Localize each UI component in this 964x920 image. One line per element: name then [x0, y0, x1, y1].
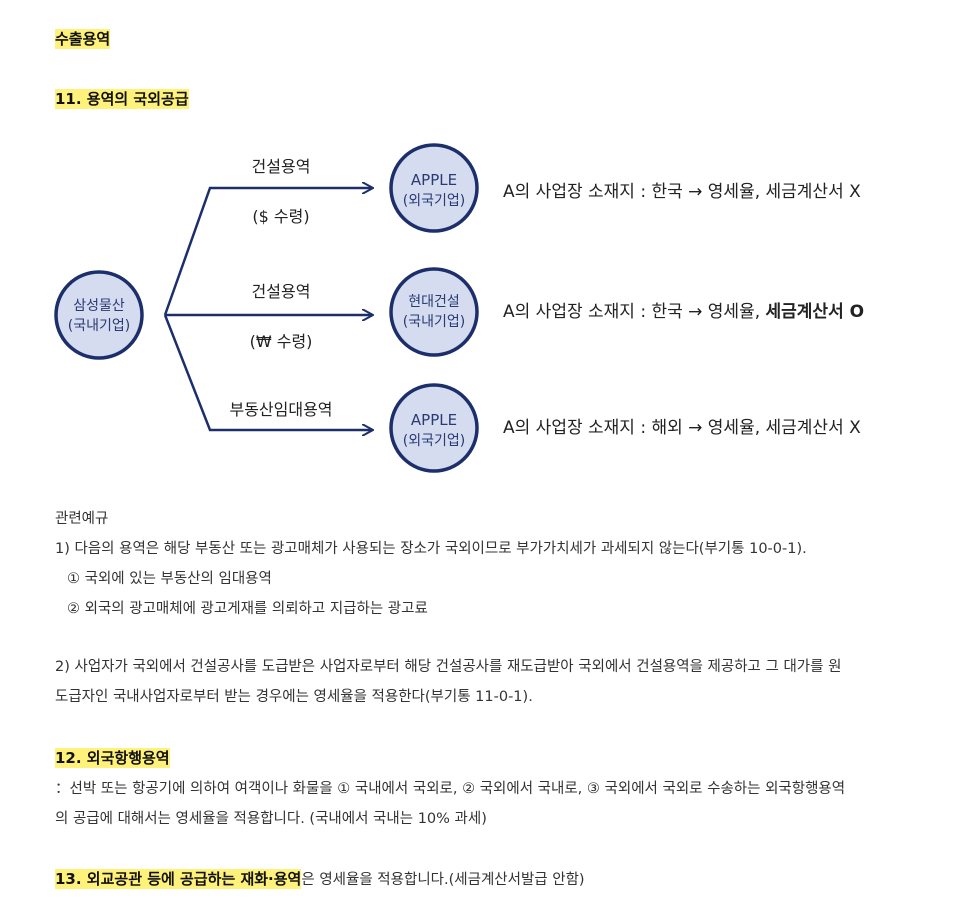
connector-bottom [163, 314, 372, 430]
source-name: 삼성물산 [73, 298, 125, 314]
section-12: 12. 외국항행용역 ：선박 또는 항공기에 의하여 여객이나 화물을 ① 국내… [55, 743, 845, 834]
result-1: A의 사업장 소재지 : 한국 → 영세율, 세금계산서 X [503, 182, 861, 202]
target-3-name: APPLE [411, 411, 457, 429]
branch-1-sublabel: ($ 수령) [252, 207, 309, 226]
section-13-line: 13. 외교공관 등에 공급하는 재화·용역은 영세율을 적용합니다.(세금계산… [55, 864, 585, 895]
target-2-name: 현대건설 [408, 294, 460, 310]
target-3-type: (외국기업) [403, 433, 465, 449]
branch-3-label: 부동산임대용역 [229, 400, 332, 419]
target-1-type: (외국기업) [403, 193, 465, 209]
section-13-rest: 은 영세율을 적용합니다.(세금계산서발급 안함) [301, 872, 585, 888]
related-item-2-line-2: 도급자인 국내사업자로부터 받는 경우에는 영세율을 적용한다(부기통 11-0… [55, 689, 533, 705]
result-1-suffix: 세금계산서 X [766, 182, 862, 202]
result-2: A의 사업장 소재지 : 한국 → 영세율, 세금계산서 O [503, 302, 864, 322]
heading-13: 13. 외교공관 등에 공급하는 재화·용역 [55, 869, 302, 889]
result-3: A의 사업장 소재지 : 해외 → 영세율, 세금계산서 X [503, 418, 861, 438]
section-13: 13. 외교공관 등에 공급하는 재화·용역은 영세율을 적용합니다.(세금계산… [55, 864, 585, 895]
source-node: 삼성물산 (국내기업) [54, 270, 144, 360]
related-title: 관련예규 [55, 511, 109, 527]
source-type: (국내기업) [68, 318, 130, 334]
result-3-suffix: 세금계산서 X [766, 418, 862, 438]
result-2-prefix: A의 사업장 소재지 : 한국 → 영세율, [503, 302, 766, 322]
related-item-1-sub-2: ② 외국의 광고매체에 광고게재를 의뢰하고 지급하는 광고료 [67, 601, 428, 617]
target-node-2: 현대건설 (국내기업) [389, 267, 479, 357]
related-item-1: 1) 다음의 용역은 해당 부동산 또는 광고매체가 사용되는 장소가 국외이므… [55, 541, 807, 557]
section-title: 수출용역 [55, 29, 111, 49]
branch-2-sublabel: (₩ 수령) [250, 332, 313, 351]
section-12-line-1: ：선박 또는 항공기에 의하여 여객이나 화물을 ① 국내에서 국외로, ② 국… [55, 781, 846, 797]
result-2-suffix: 세금계산서 O [766, 302, 865, 322]
result-1-prefix: A의 사업장 소재지 : 한국 → 영세율, [503, 182, 766, 202]
result-3-prefix: A의 사업장 소재지 : 해외 → 영세율, [503, 418, 766, 438]
related-item-2-line-1: 2) 사업자가 국외에서 건설공사를 도급받은 사업자로부터 해당 건설공사를 … [55, 659, 842, 675]
target-1-name: APPLE [411, 171, 457, 189]
heading-11: 11. 용역의 국외공급 [55, 89, 189, 109]
target-2-type: (국내기업) [403, 314, 465, 330]
related-rulings: 관련예규 1) 다음의 용역은 해당 부동산 또는 광고매체가 사용되는 장소가… [55, 504, 807, 624]
branch-1-label: 건설용역 [252, 157, 311, 176]
target-node-3: APPLE (외국기업) [389, 383, 479, 473]
connector-top [163, 188, 372, 316]
branch-2-label: 건설용역 [252, 282, 311, 301]
heading-12: 12. 외국항행용역 [55, 748, 170, 768]
export-service-diagram: 삼성물산 (국내기업) 건설용역 ($ 수령) 건설용역 (₩ 수령) 부동산임… [54, 143, 864, 473]
related-item-1-sub-1: ① 국외에 있는 부동산의 임대용역 [67, 571, 272, 587]
target-node-1: APPLE (외국기업) [389, 143, 479, 233]
related-item-2: 2) 사업자가 국외에서 건설공사를 도급받은 사업자로부터 해당 건설공사를 … [55, 652, 841, 712]
section-12-line-2: 의 공급에 대해서는 영세율을 적용합니다. (국내에서 국내는 10% 과세) [55, 811, 487, 827]
